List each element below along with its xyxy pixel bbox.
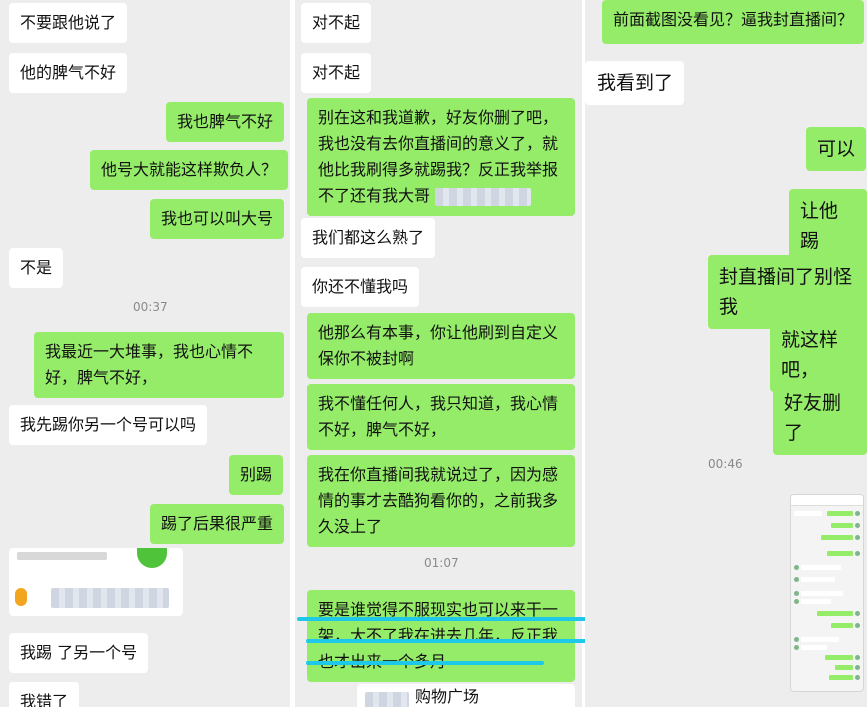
chat-panel-3: 前面截图没看见？逼我封直播间？ 我看到了 可以 让他踢 封直播间了别怪我 就这样… <box>585 0 867 707</box>
message-received[interactable]: 不是 <box>9 248 64 288</box>
highlight-underline <box>306 639 588 643</box>
message-received[interactable]: 他的脾气不好 <box>9 53 128 93</box>
message-sent[interactable]: 可以 <box>806 127 867 171</box>
blurred-text <box>365 692 409 707</box>
blurred-text <box>435 187 532 206</box>
message-sent[interactable]: 他号大就能这样欺负人？ <box>90 150 289 190</box>
message-text: 别在这和我道歉，好友你删了吧，我也没有去你直播间的意义了，就他比我刷得多就踢我？… <box>318 108 559 205</box>
timestamp: 00:46 <box>708 457 743 471</box>
message-sent[interactable]: 我也脾气不好 <box>166 102 285 142</box>
message-received[interactable]: 对不起 <box>301 53 372 93</box>
shopping-card-message[interactable]: 购物广场 <box>357 684 575 707</box>
message-received[interactable]: 我们都这么熟了 <box>301 218 436 258</box>
card-title: 购物广场 <box>415 687 480 706</box>
highlight-underline <box>297 617 612 621</box>
message-sent[interactable]: 前面截图没看见？逼我封直播间？ <box>602 0 865 44</box>
blurred-text <box>17 552 107 560</box>
blurred-text <box>51 588 169 608</box>
message-received[interactable]: 不要跟他说了 <box>9 3 128 43</box>
message-sent[interactable]: 就这样吧， <box>770 318 867 392</box>
message-sent[interactable]: 别踢 <box>229 455 284 495</box>
message-sent[interactable]: 我在你直播间我就说过了，因为感情的事才去酷狗看你的，之前我多久没上了 <box>307 455 575 547</box>
highlight-underline <box>306 661 544 665</box>
chat-panel-2: 对不起 对不起 别在这和我道歉，好友你删了吧，我也没有去你直播间的意义了，就他比… <box>295 0 582 707</box>
screenshot-thumbnail[interactable] <box>790 494 864 692</box>
message-sent[interactable]: 我最近一大堆事，我也心情不好，脾气不好， <box>34 332 284 398</box>
message-sent[interactable]: 我不懂任何人，我只知道，我心情不好，脾气不好， <box>307 384 575 450</box>
message-sent[interactable]: 我也可以叫大号 <box>150 199 285 239</box>
message-received[interactable]: 你还不懂我吗 <box>301 267 420 307</box>
message-sent[interactable]: 他那么有本事，你让他刷到自定义保你不被封啊 <box>307 313 575 379</box>
message-received[interactable]: 我踢 了另一个号 <box>9 633 149 673</box>
message-received[interactable]: 对不起 <box>301 3 372 43</box>
microphone-icon <box>15 588 27 606</box>
timestamp: 00:37 <box>133 300 168 314</box>
voice-image-message[interactable] <box>9 548 183 616</box>
message-received[interactable]: 我先踢你另一个号可以吗 <box>9 405 208 445</box>
message-sent[interactable]: 好友删了 <box>773 381 867 455</box>
message-received[interactable]: 我错了 <box>9 682 80 707</box>
green-sticker-icon <box>137 548 167 568</box>
thumbnail-header <box>791 495 863 506</box>
chat-panel-1: 不要跟他说了 他的脾气不好 我也脾气不好 他号大就能这样欺负人？ 我也可以叫大号… <box>0 0 290 707</box>
message-sent[interactable]: 封直播间了别怪我 <box>708 255 867 329</box>
message-sent[interactable]: 要是谁觉得不服现实也可以来干一架，大不了我在进去几年，反正我也才出来一个多月 <box>307 590 575 682</box>
timestamp: 01:07 <box>424 556 459 570</box>
message-sent[interactable]: 别在这和我道歉，好友你删了吧，我也没有去你直播间的意义了，就他比我刷得多就踢我？… <box>307 98 575 216</box>
message-received[interactable]: 我看到了 <box>585 61 685 105</box>
message-sent[interactable]: 踢了后果很严重 <box>150 504 285 544</box>
message-sent[interactable]: 让他踢 <box>789 189 867 263</box>
